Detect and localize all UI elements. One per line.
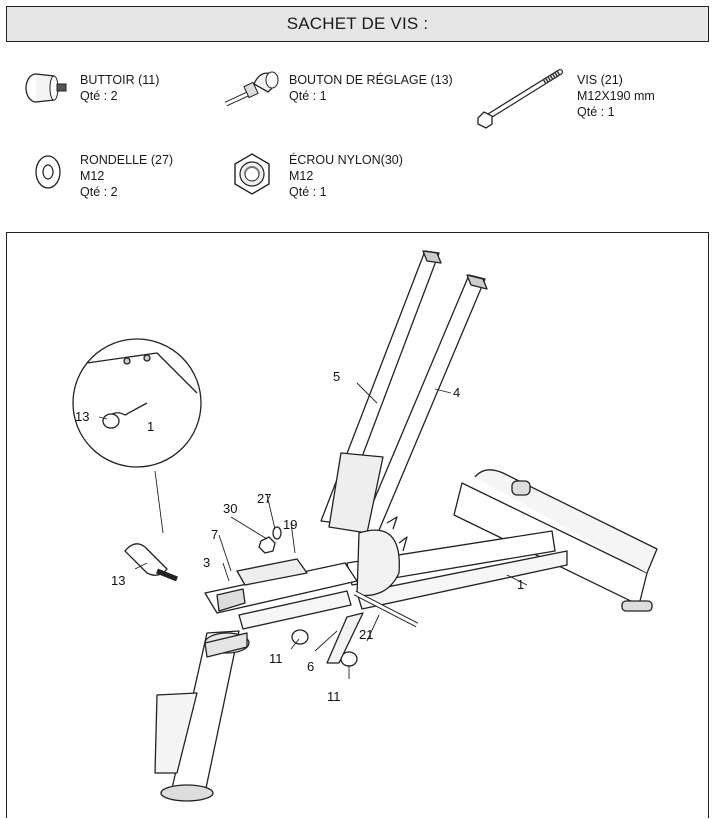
part-nylon-nut-30: ÉCROU NYLON(30) M12 Qté : 1: [289, 152, 403, 200]
part-quantity: Qté : 1: [289, 185, 327, 199]
plate-6: [326, 612, 364, 664]
part-spec: M12X190 mm: [577, 89, 655, 103]
part-name: BOUTON DE RÉGLAGE (13): [289, 73, 453, 87]
label-part-21: 21: [359, 627, 373, 642]
part-spec: M12: [289, 169, 314, 183]
header-title: SACHET DE VIS :: [286, 14, 429, 33]
part-name: RONDELLE (27): [80, 153, 174, 167]
seat-bracket-7: [236, 558, 308, 586]
seat-rail-19: [238, 590, 352, 630]
label-zoom-13: 13: [75, 409, 89, 424]
label-part-11a: 11: [269, 651, 283, 666]
label-part-19: 19: [283, 517, 297, 532]
part-name: VIS (21): [577, 73, 623, 87]
label-part-30: 30: [223, 501, 237, 516]
nylon-nut-icon: [234, 153, 270, 195]
part-bumper-11: BUTTOIR (11) Qté : 2: [80, 72, 159, 104]
label-part-1: 1: [517, 577, 524, 592]
part-quantity: Qté : 1: [289, 89, 327, 103]
front-pad: [154, 692, 198, 774]
part-quantity: Qté : 1: [577, 105, 615, 119]
assembly-diagram: 5 4 1 3 7 30 27 19 21 6 11 11 13 13 1: [6, 232, 709, 818]
part-adjustment-knob-13: BOUTON DE RÉGLAGE (13) Qté : 1: [289, 72, 453, 104]
part-bolt-21: VIS (21) M12X190 mm Qté : 1: [577, 72, 655, 120]
label-part-7: 7: [211, 527, 218, 542]
part-name: BUTTOIR (11): [80, 73, 160, 87]
label-part-6: 6: [307, 659, 314, 674]
part-washer-27: RONDELLE (27) M12 Qté : 2: [80, 152, 173, 200]
bolt-icon: [477, 69, 563, 129]
adjustment-bracket: [356, 529, 400, 597]
label-zoom-1: 1: [147, 419, 154, 434]
washer-icon: [35, 155, 61, 189]
part-name: ÉCROU NYLON(30): [289, 153, 403, 167]
label-part-27: 27: [257, 491, 271, 506]
label-part-5: 5: [333, 369, 340, 384]
adjustment-knob-icon: [224, 71, 279, 107]
bumper-icon: [25, 73, 67, 103]
adjustment-knob-13: [124, 543, 168, 576]
part-spec: M12: [80, 169, 105, 183]
label-part-3: 3: [203, 555, 210, 570]
label-part-11b: 11: [327, 689, 341, 704]
part-quantity: Qté : 2: [80, 89, 118, 103]
part-quantity: Qté : 2: [80, 185, 118, 199]
bench-drawing: 5 4 1 3 7 30 27 19 21 6 11 11 13 13 1: [72, 250, 658, 802]
hardware-bag-header: SACHET DE VIS :: [6, 6, 709, 42]
rear-foot: [511, 480, 531, 496]
label-part-4: 4: [453, 385, 460, 400]
detail-zoom-circle: [72, 338, 202, 468]
rear-foot: [621, 600, 653, 612]
label-part-13: 13: [111, 573, 125, 588]
